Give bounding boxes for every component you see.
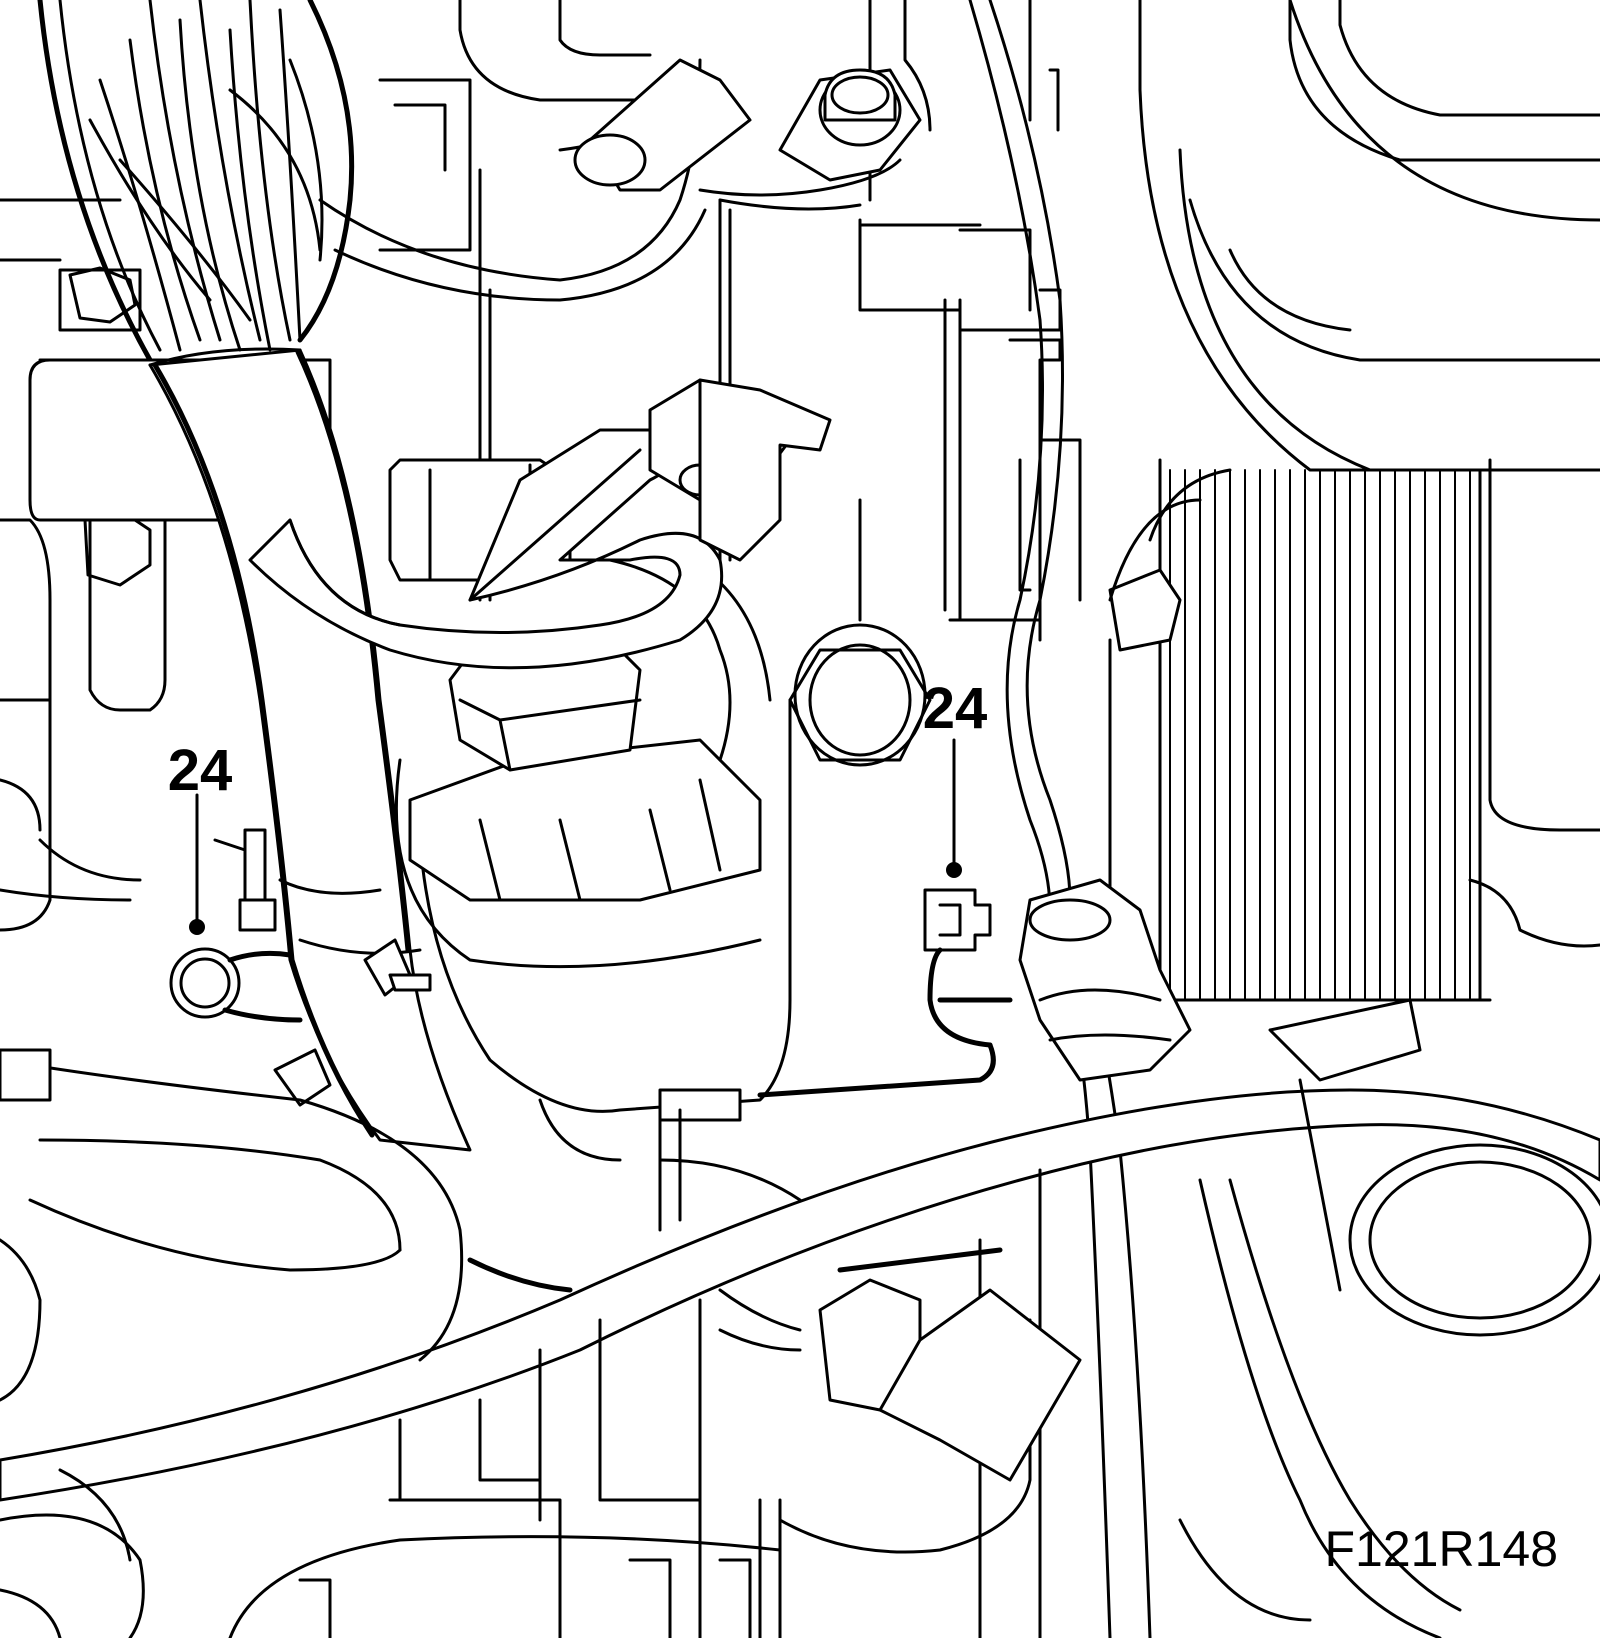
callout-right: 24 [923,676,988,878]
callout-label: 24 [923,676,988,741]
lower-connector [718,1278,1082,1482]
cooling-fins [1158,458,1492,1032]
vertical-pipes [968,0,1232,1640]
upper-hose-and-bracket [318,58,922,302]
lower-left-hose [0,1048,464,1640]
sensor-connector-right [757,888,1013,1098]
lower-assembly [228,1088,1042,1640]
right-hose-end [1178,998,1600,1640]
callout-left: 24 [168,738,303,1023]
leader-dot [946,862,962,878]
bent-tube [248,378,832,670]
long-hose [0,1088,1600,1502]
round-port [788,623,932,767]
figure-id: F121R148 [1325,1521,1559,1577]
wiring-harness [28,0,472,1152]
leader-dot [189,919,205,935]
callout-label: 24 [168,738,233,803]
